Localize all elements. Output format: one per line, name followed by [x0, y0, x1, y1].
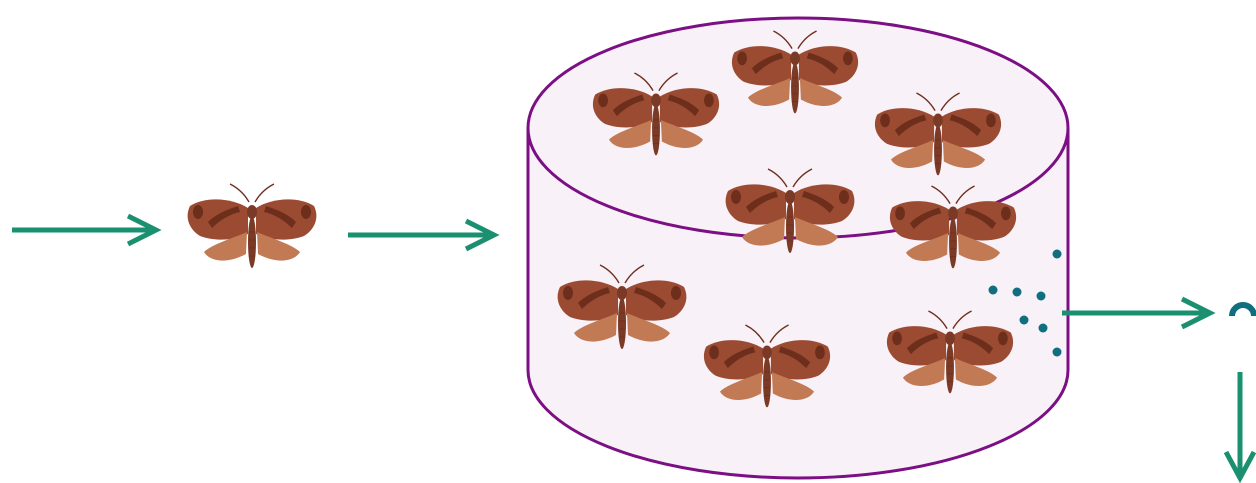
partial-circle-icon	[1232, 305, 1254, 316]
incoming-moth	[188, 184, 317, 268]
input-arrow-1	[12, 216, 156, 244]
output-arrow-down	[1226, 372, 1254, 478]
input-arrow-2	[348, 221, 494, 249]
output-arrow-right	[1062, 299, 1210, 327]
